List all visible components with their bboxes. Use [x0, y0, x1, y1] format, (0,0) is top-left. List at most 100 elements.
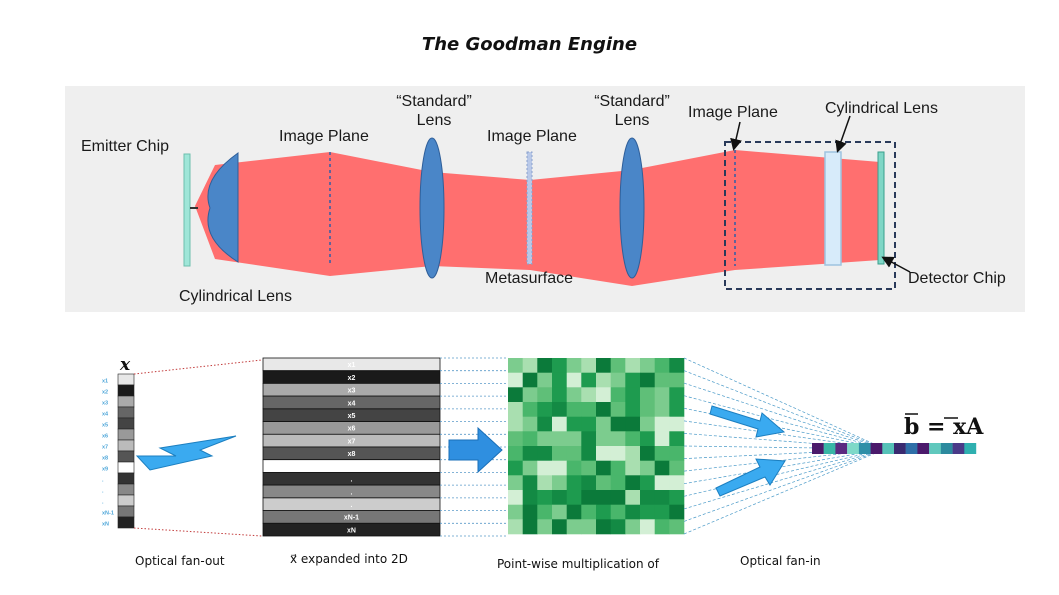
- weight-cell: [610, 446, 626, 461]
- weight-cell: [522, 490, 538, 505]
- weight-cell: [552, 387, 567, 403]
- weight-cell: [625, 519, 641, 535]
- weight-cell: [537, 490, 553, 505]
- weight-cell: [537, 475, 553, 491]
- weight-cell: [522, 416, 538, 432]
- weight-cell: [552, 475, 567, 491]
- weight-cell: [610, 431, 626, 447]
- weight-cell: [669, 372, 685, 388]
- weight-cell: [654, 387, 670, 403]
- weight-cell: [537, 372, 553, 388]
- standard-lens-2-label-line2: Lens: [615, 112, 650, 129]
- fanout-guide-bottom: [133, 527, 263, 537]
- output-cell: [964, 443, 977, 454]
- weight-cell: [537, 416, 553, 432]
- weight-cell: [552, 416, 567, 432]
- expanded-row-label: xN-1: [344, 515, 359, 522]
- weight-cell: [566, 490, 582, 505]
- weight-cell: [522, 460, 538, 476]
- weight-cell: [669, 446, 685, 461]
- fanout-arrow-icon: [135, 435, 237, 471]
- expanded-row-label: .: [351, 502, 353, 509]
- metasurface-label: Metasurface: [485, 270, 573, 287]
- weight-cell: [654, 475, 670, 491]
- weight-cell: [640, 446, 655, 461]
- output-cell: [870, 443, 883, 454]
- weight-cell: [669, 519, 685, 535]
- weight-cell: [625, 372, 641, 388]
- weight-cell: [669, 358, 685, 373]
- expanded-row-label: x4: [348, 400, 356, 407]
- weight-cell: [552, 519, 567, 535]
- standard-lens-1: [419, 137, 445, 279]
- fanin-arrow-top-icon: [709, 405, 786, 438]
- weight-cell: [610, 358, 626, 373]
- detector-chip: [877, 151, 885, 265]
- weight-cell: [654, 372, 670, 388]
- weight-cell: [508, 475, 523, 491]
- weight-cell: [522, 431, 538, 447]
- output-vector: [812, 443, 977, 454]
- vector-entry-label: xN-1: [102, 510, 114, 516]
- cylindrical-lens-pointer: [835, 115, 851, 153]
- weight-cell: [654, 416, 670, 432]
- weight-cell: [508, 504, 523, 520]
- weight-cell: [640, 460, 655, 476]
- weight-cell: [640, 504, 655, 520]
- multiply-arrow-icon: [448, 426, 503, 474]
- vector-entry-label: .: [102, 477, 104, 483]
- standard-lens-1-label-line2: Lens: [417, 112, 452, 129]
- weight-cell: [596, 519, 611, 535]
- vector-entry-label: x4: [102, 411, 109, 417]
- weight-cell: [640, 402, 655, 417]
- weight-cell: [669, 416, 685, 432]
- weight-cell: [610, 372, 626, 388]
- vector-cell: [117, 395, 135, 408]
- weight-cell: [581, 431, 597, 447]
- weight-cell: [566, 358, 582, 373]
- weight-cell: [522, 446, 538, 461]
- weight-cell: [522, 475, 538, 491]
- weight-cell: [610, 519, 626, 535]
- weight-cell: [669, 402, 685, 417]
- page-title: The Goodman Engine: [421, 34, 638, 55]
- fanin-line: [683, 448, 886, 472]
- image-plane-2-label: Image Plane: [487, 128, 577, 145]
- weight-cell: [508, 416, 523, 432]
- weight-cell: [610, 460, 626, 476]
- output-cell: [812, 443, 824, 454]
- weight-cell: [522, 504, 538, 520]
- weight-cell: [640, 431, 655, 447]
- weight-cell: [508, 490, 523, 505]
- weight-cell: [537, 387, 553, 403]
- expanded-row-label: .: [351, 489, 353, 496]
- weight-cell: [566, 475, 582, 491]
- weight-cell: [669, 490, 685, 505]
- output-cell: [882, 443, 895, 454]
- weight-cell: [566, 431, 582, 447]
- weight-cell: [625, 358, 641, 373]
- weight-cell: [596, 372, 611, 388]
- weight-cell: [581, 387, 597, 403]
- weight-matrix: [508, 358, 685, 535]
- weight-cell: [552, 358, 567, 373]
- fanin-arrow-bottom-icon: [715, 458, 786, 497]
- fanin-line: [683, 420, 886, 450]
- output-cell: [905, 443, 918, 454]
- weight-cell: [566, 387, 582, 403]
- vector-entry-label: x2: [102, 389, 108, 395]
- weight-cell: [669, 460, 685, 476]
- vector-entry-label: x6: [102, 433, 108, 439]
- vector-entry-label: x1: [102, 378, 108, 384]
- output-cell: [952, 443, 965, 454]
- output-cell: [929, 443, 941, 454]
- weight-cell: [508, 431, 523, 447]
- weight-cell: [552, 372, 567, 388]
- output-cell: [835, 443, 848, 454]
- cylindrical-lens-top-label: Cylindrical Lens: [825, 100, 938, 117]
- expanded-row: [262, 522, 441, 537]
- weight-cell: [566, 416, 582, 432]
